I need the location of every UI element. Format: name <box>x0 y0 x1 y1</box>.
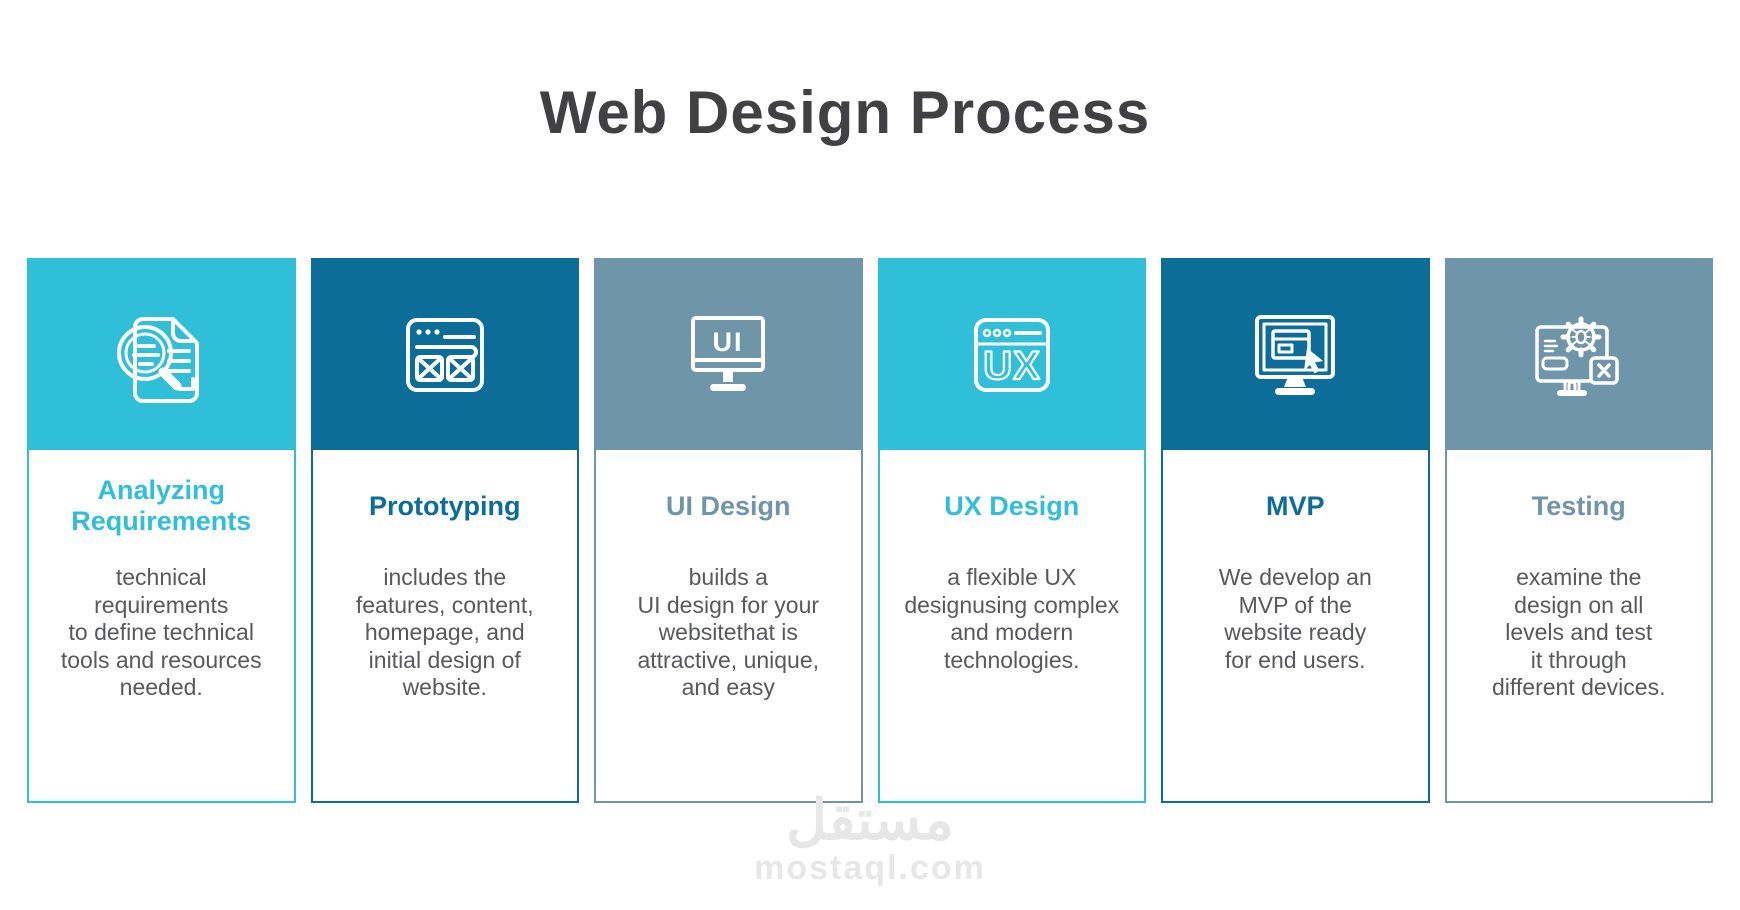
card-icon-header <box>1446 260 1711 450</box>
card-body: Prototyping includes the features, conte… <box>313 450 578 702</box>
card-title: UX Design <box>944 490 1080 521</box>
card-analyzing-requirements: Analyzing Requirements technical require… <box>27 258 296 803</box>
card-title: UI Design <box>665 490 791 521</box>
card-title: Prototyping <box>369 490 521 521</box>
page-title: Web Design Process <box>539 79 1151 146</box>
card-icon-header <box>29 260 294 450</box>
card-description: builds a UI design for your websitethat … <box>637 564 820 700</box>
card-ui-design: UI UI Design builds a UI design for your… <box>594 258 863 803</box>
svg-text:UI: UI <box>713 327 744 357</box>
watermark: مستقل mostaql.com <box>754 788 986 887</box>
card-description: a flexible UX designusing complex and mo… <box>904 564 1120 673</box>
card-mvp: MVP We develop an MVP of the website rea… <box>1161 258 1430 803</box>
card-body: UI Design builds a UI design for your we… <box>596 450 861 702</box>
card-icon-header: UI <box>596 260 861 450</box>
card-description: includes the features, content, homepage… <box>355 564 534 700</box>
ui-monitor-icon: UI <box>691 316 766 391</box>
mostaql-arabic-logo: مستقل <box>786 788 954 851</box>
process-cards-row: Analyzing Requirements technical require… <box>27 258 1713 803</box>
svg-text:UX: UX <box>983 344 1041 388</box>
card-body: UX Design a flexible UX designusing comp… <box>880 450 1145 674</box>
ux-browser-icon: UX <box>973 318 1050 392</box>
card-testing: Testing examine the design on all levels… <box>1444 258 1713 803</box>
card-prototyping: Prototyping includes the features, conte… <box>310 258 579 803</box>
document-magnifier-icon <box>117 317 200 403</box>
browser-wireframe-icon <box>405 318 484 392</box>
card-body: Testing examine the design on all levels… <box>1447 450 1712 702</box>
card-body: MVP We develop an MVP of the website rea… <box>1163 450 1428 674</box>
card-body: Analyzing Requirements technical require… <box>29 450 294 702</box>
card-description: We develop an MVP of the website ready f… <box>1218 564 1372 673</box>
mostaql-domain-text: mostaql.com <box>754 849 986 887</box>
testing-gear-bug-icon <box>1535 316 1619 396</box>
card-description: examine the design on all levels and tes… <box>1492 564 1666 700</box>
mvp-monitor-cursor-icon <box>1255 315 1336 395</box>
card-icon-header <box>1163 260 1428 450</box>
card-description: technical requirements to define technic… <box>60 564 262 700</box>
card-title: Analyzing Requirements <box>71 475 252 536</box>
card-ux-design: UX UX Design a flexible UX designusing c… <box>877 258 1146 803</box>
card-icon-header: UX <box>879 260 1144 450</box>
card-title: Testing <box>1531 490 1626 521</box>
card-icon-header <box>312 260 577 450</box>
card-title: MVP <box>1265 490 1325 521</box>
